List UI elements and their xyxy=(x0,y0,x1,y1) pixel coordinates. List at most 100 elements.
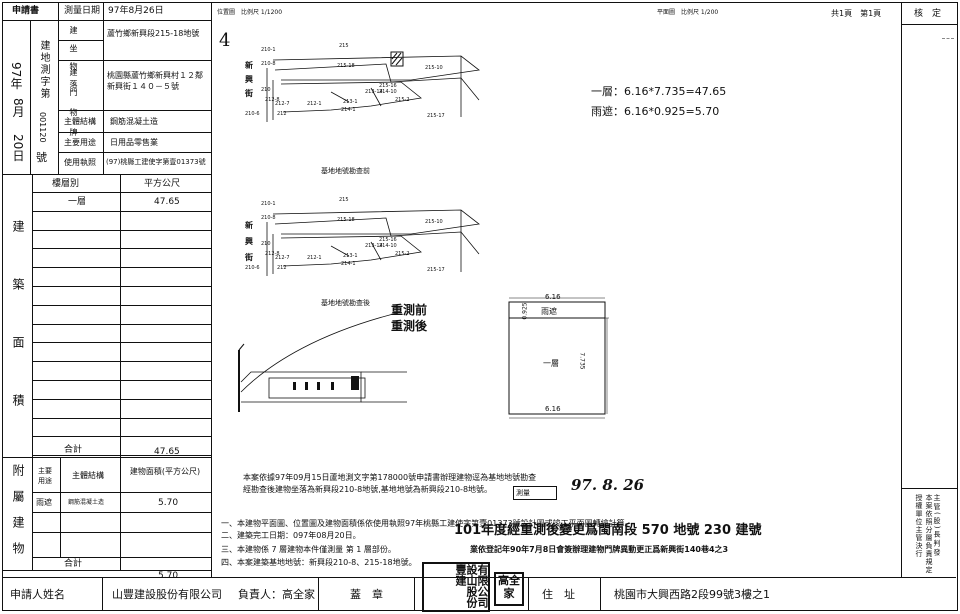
top-map-parcel-label: 214-10 xyxy=(379,89,397,95)
caption-after: 基地地號勘查後 xyxy=(321,299,370,307)
address-label: 住 址 xyxy=(542,588,575,601)
plan-dim-side: 7.735 xyxy=(578,352,586,370)
top-map-parcel-label: 215-17 xyxy=(427,113,445,119)
permit-word: 建地測字第 xyxy=(38,40,49,100)
note-item-2: 二、建築完工日期：097年08月20日。 xyxy=(221,531,361,540)
top-map-parcel-label: 213-14 xyxy=(365,89,383,95)
page-count: 共1頁 第1頁 xyxy=(831,9,882,18)
caption-before: 基地地號勘查前 xyxy=(321,167,370,175)
bottom-map-parcel-label: 215 xyxy=(339,197,349,203)
approval-side-note: 本案依照分層負責規定授權單位主管決行 xyxy=(915,494,933,574)
permit-number: 001120 xyxy=(38,112,47,143)
top-map-parcel-label: 210-1 xyxy=(261,47,276,53)
total-label: 合計 xyxy=(64,445,83,455)
company-name: 山豐建設股份有限公司 xyxy=(112,588,222,601)
top-map-parcel-label: 215-10 xyxy=(425,65,443,71)
street-label-bot-3: 街 xyxy=(245,253,253,262)
bottom-map-parcel-label: 215-10 xyxy=(425,219,443,225)
annex-row-1-area: 5.70 xyxy=(158,498,179,508)
calc-first-floor: 一層：6.16*7.735=47.65 xyxy=(591,85,727,98)
plan-dim-top: 6.16 xyxy=(545,293,561,301)
bottom-map-parcel-label: 212-1 xyxy=(307,255,322,261)
bottom-map-parcel-label: 212 xyxy=(277,265,287,271)
area-header: 平方公尺 xyxy=(144,179,181,189)
left-panel: 申請書 測量日期 97年8月26日 建地測字第 97年 8月 20日 00112… xyxy=(2,2,212,581)
bottom-map-parcel-label: 212-7 xyxy=(275,255,290,261)
bottom-map-parcel-label: 210-1 xyxy=(261,201,276,207)
note-item-3: 三、本建物係 7 層建物本件僅測量 第 1 層部份。 xyxy=(221,545,396,554)
top-map-parcel-label: 210-8 xyxy=(261,61,276,67)
survey-date-label: 測量日期 xyxy=(64,6,101,16)
personal-seal: 高全家 xyxy=(494,572,524,606)
applicant-name-label: 申請人姓名 xyxy=(10,588,65,601)
applicant-label: 申請書 xyxy=(12,6,40,16)
note-item-1: 一、本建物平面圖、位置圖及建物面積係依使用執照97年桃縣工建使字第壹01373號… xyxy=(221,519,633,528)
address-value: 桃園市大興西路2段99號3樓之1 xyxy=(614,588,770,601)
note-item-4: 四、本案建築基地地號：新興段210-8、215-18地號。 xyxy=(221,558,417,567)
plan-room-floor: 一層 xyxy=(543,359,559,368)
stamp-after: 重測後 xyxy=(391,319,428,333)
top-map-parcel-label: 215-18 xyxy=(337,63,355,69)
top-map-parcel-label: 215-16 xyxy=(379,83,397,89)
bottom-map-parcel-label: 212-8 xyxy=(265,251,280,257)
stamp-date-label: 測量 xyxy=(513,486,557,500)
floor-row-1-floor: 一層 xyxy=(68,197,87,207)
floor-row-1-area: 47.65 xyxy=(154,197,180,207)
approval-vertical-right: 主管(股)長判發 xyxy=(933,494,941,558)
location-map-diagram xyxy=(238,51,609,419)
handwritten-date: 97. 8. 26 xyxy=(571,476,645,494)
floor-header: 樓層別 xyxy=(52,179,80,189)
annex-total-label: 合計 xyxy=(64,559,83,569)
street-label-top-3: 街 xyxy=(245,89,253,98)
street-label-bot-1: 新 xyxy=(245,221,253,230)
top-map-parcel-label: 214-1 xyxy=(341,107,356,113)
top-map-parcel-label: 212 xyxy=(277,111,287,117)
change-stamp: 101年度經重測後變更爲閩南段 570 地號 230 建號 xyxy=(454,523,762,538)
bottom-map-parcel-label: 213-1 xyxy=(343,253,358,259)
door-label: 建門物牌 xyxy=(69,68,78,148)
approval-header: 核 定 xyxy=(914,9,942,19)
bottom-map-parcel-label: 210-8 xyxy=(261,215,276,221)
structure-value: 鋼筋混凝土造 xyxy=(110,117,158,126)
annex-area-header: 建物面積(平方公尺) xyxy=(129,467,201,476)
bottom-map-parcel-label: 213-14 xyxy=(365,243,383,249)
top-map-parcel-label: 215-2 xyxy=(395,97,410,103)
license-label: 使用執照 xyxy=(64,158,96,167)
top-map-parcel-label: 213-1 xyxy=(343,99,358,105)
top-map-parcel-label: 215 xyxy=(339,43,349,49)
annex-side-label: 附屬建物 xyxy=(11,464,25,568)
location-label: 建坐物落 xyxy=(69,26,78,98)
permit-suffix: 號 xyxy=(36,151,47,164)
plan-title: 平面圖 比例尺 1/200 xyxy=(657,9,719,16)
plan-dim-canopy: 0.925 xyxy=(521,302,529,320)
bottom-map-parcel-label: 215-2 xyxy=(395,251,410,257)
street-label-top-2: 興 xyxy=(245,75,253,84)
annex-row-1-use: 雨遮 xyxy=(36,498,52,507)
remark-line-1: 本案依據97年09月15日蘆地測文字第178000號申請書辦理建物逕為基地地號勘… xyxy=(243,473,537,482)
seal-label: 蓋 章 xyxy=(350,588,383,601)
bottom-map-parcel-label: 210 xyxy=(261,241,271,247)
annex-struct-header: 主體結構 xyxy=(72,471,104,480)
remark-line-2: 經勘查後建物坐落為新興段210-8地號,基地地號為新興段210-8地號。 xyxy=(243,485,493,494)
top-map-parcel-label: 210 xyxy=(261,87,271,93)
door-value: 桃園縣蘆竹鄉新興村１２鄰新興街１４０－５號 xyxy=(107,71,203,91)
bottom-map-parcel-label: 215-17 xyxy=(427,267,445,273)
top-map-parcel-label: 212-1 xyxy=(307,101,322,107)
main-use-value: 日用品零售業 xyxy=(110,138,158,147)
annex-row-1-structure: 鋼筋混凝土造 xyxy=(68,499,105,506)
location-map-title: 位置圖 比例尺 1/1200 xyxy=(217,9,283,16)
bottom-map-parcel-label: 214-1 xyxy=(341,261,356,267)
north-arrow: 4 xyxy=(219,30,231,51)
permit-day: 20日 xyxy=(11,134,25,162)
bottom-map-parcel-label: 210-6 xyxy=(245,265,260,271)
main-use-label: 主要用途 xyxy=(64,138,96,147)
bottom-map-parcel-label: 215-18 xyxy=(337,217,355,223)
bottom-bar: 申請人姓名 山豐建設股份有限公司 負責人：高全家 蓋 章 有限公司設山股份豐建 … xyxy=(2,562,956,612)
calc-canopy: 雨遮：6.16*0.925=5.70 xyxy=(591,105,720,118)
plan-dim-bottom: 6.16 xyxy=(545,405,561,413)
plan-room-canopy: 雨遮 xyxy=(541,307,557,316)
top-map-parcel-label: 212-7 xyxy=(275,101,290,107)
survey-date: 97年8月26日 xyxy=(108,6,164,16)
location-value: 蘆竹鄉新興段215-18地號 xyxy=(107,29,200,38)
approval-column: 核 定 本案依照分層負責規定授權單位主管決行 主管(股)長判發 xyxy=(901,2,957,577)
